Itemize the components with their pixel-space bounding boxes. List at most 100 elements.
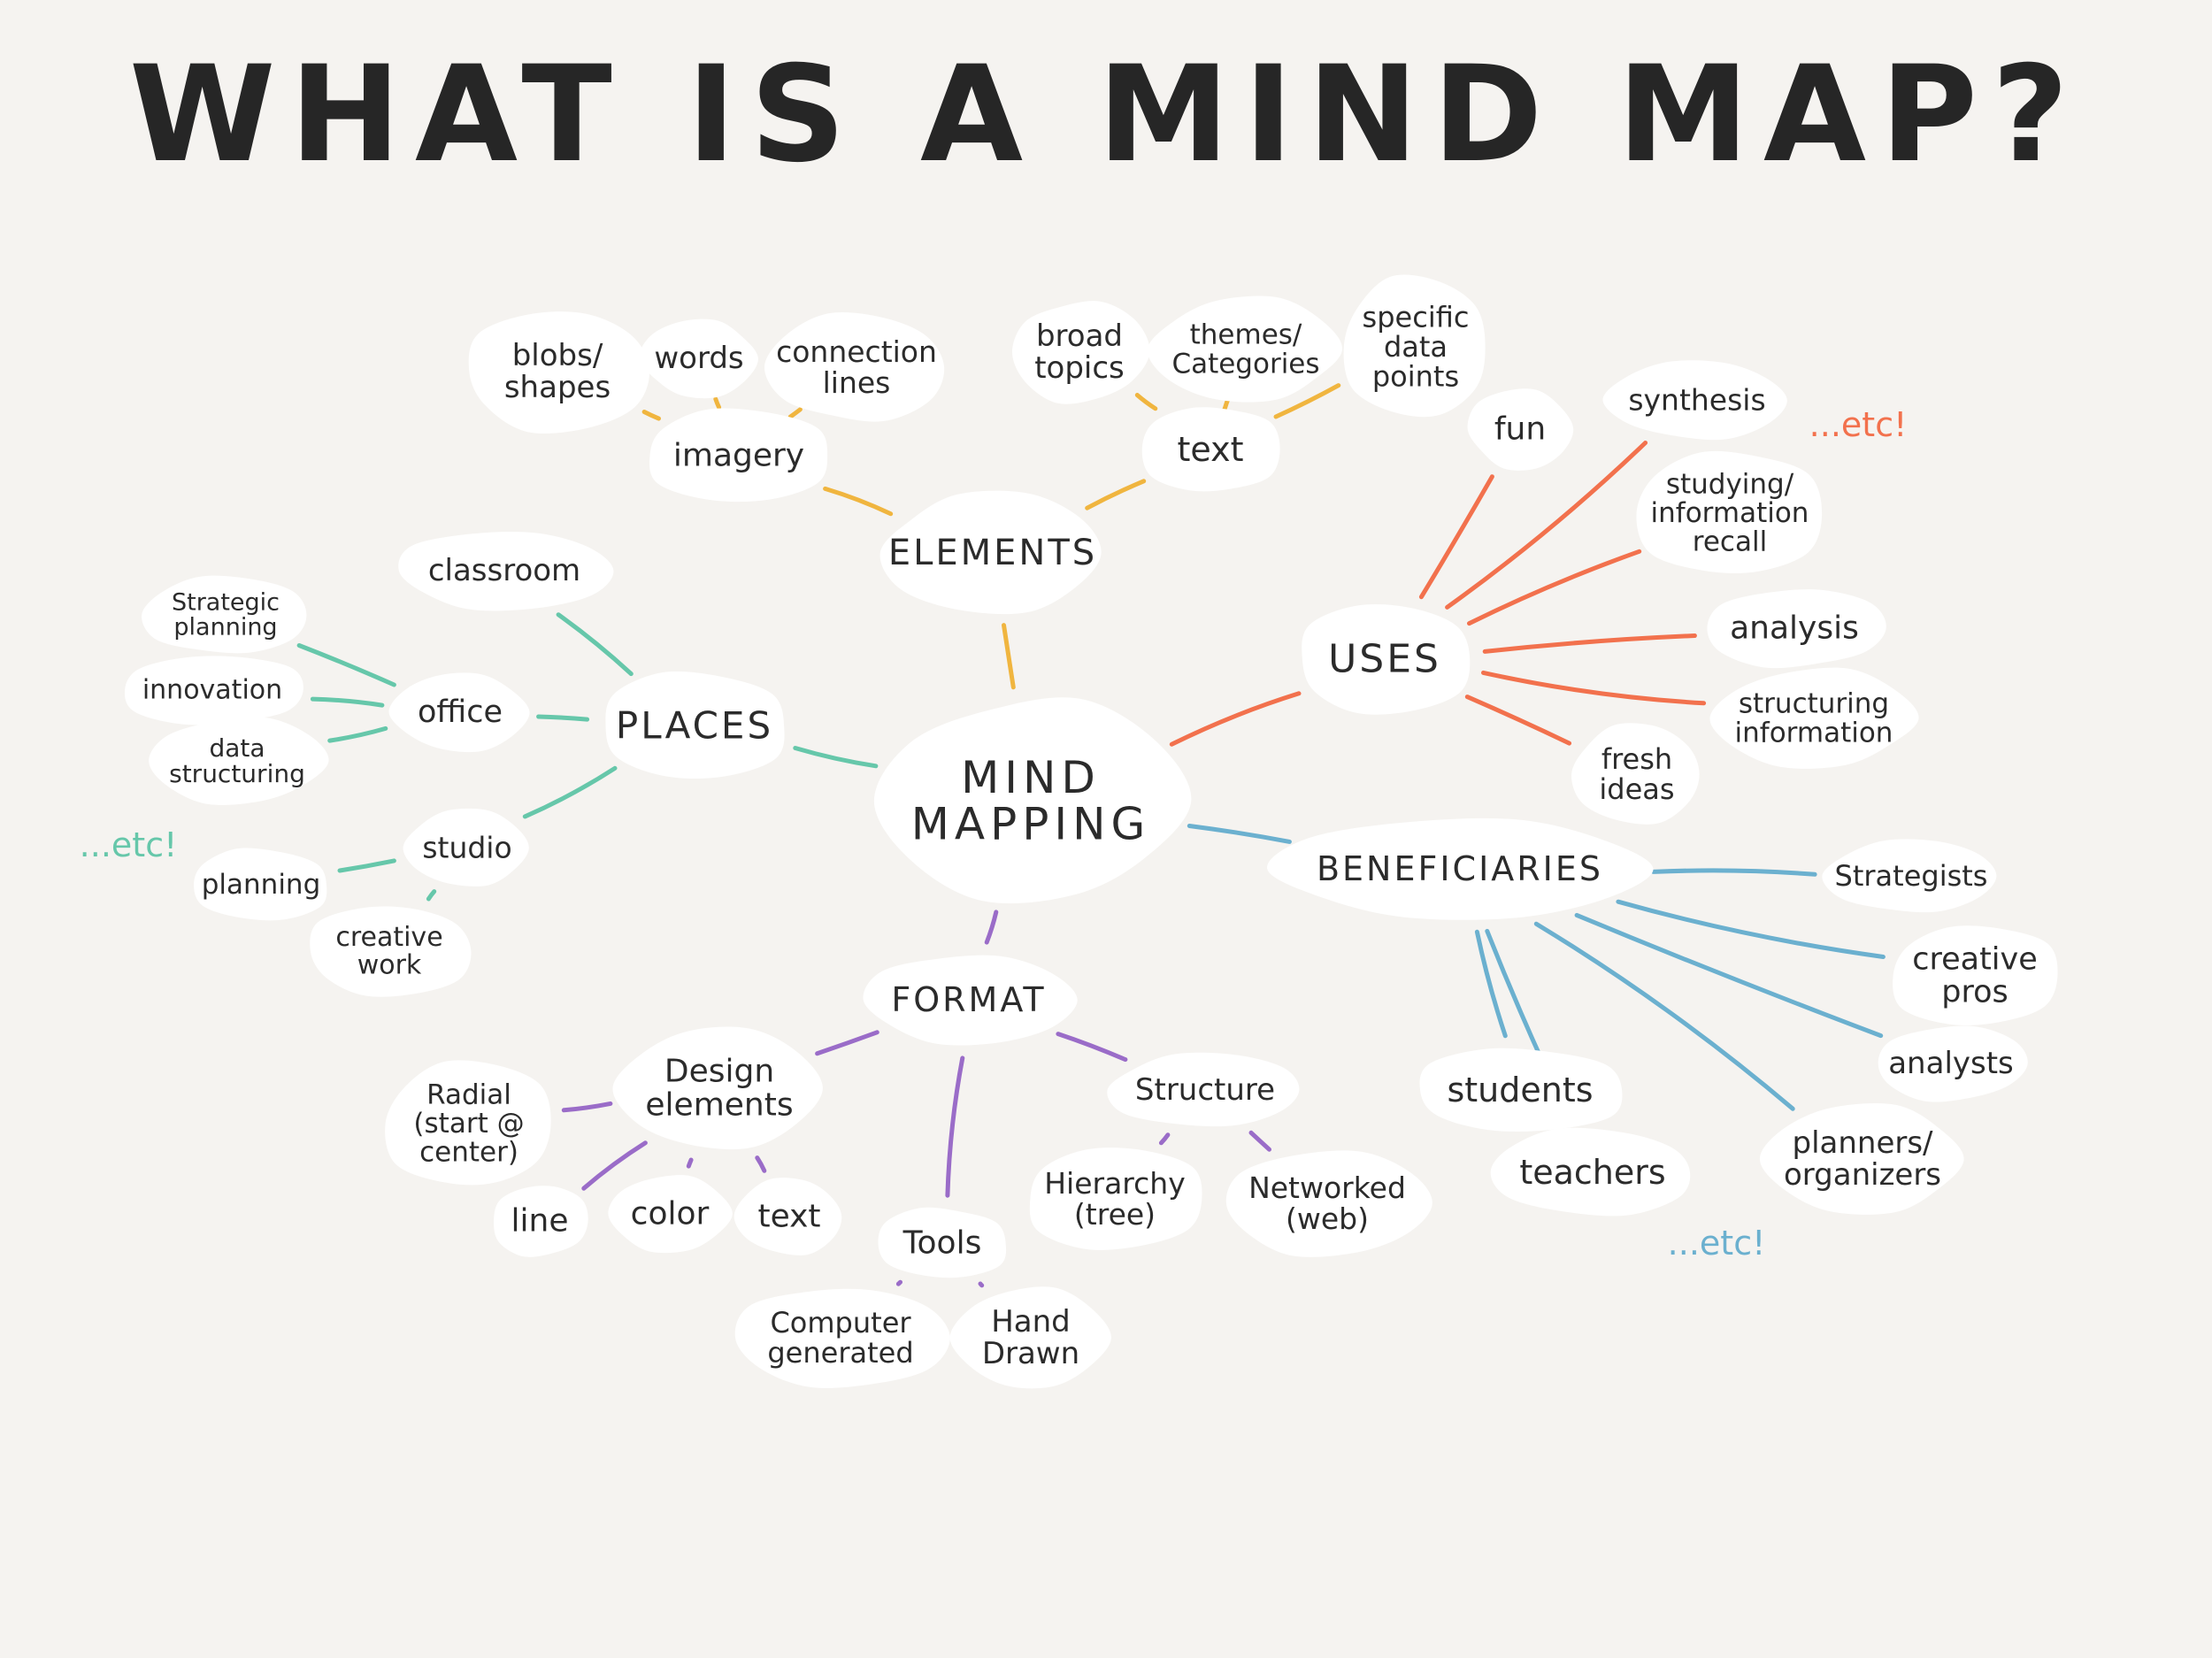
node-themes-categories: themes/Categories [1147, 296, 1343, 403]
node-blob-analysis [1707, 589, 1886, 669]
node-blob-structure [1107, 1052, 1300, 1127]
node-blob-mind-mapping [873, 697, 1192, 904]
link-mind-mapping-to-places [793, 746, 879, 769]
node-label-classroom: classroom [428, 553, 580, 588]
node-analysts: analysts [1878, 1025, 2028, 1102]
node-blob-words [639, 319, 758, 399]
link-studio-to-planning [337, 858, 396, 873]
node-label-connection-lines-line-1: connection [776, 334, 937, 369]
node-label-structuring-information-line-1: structuring [1739, 688, 1889, 720]
node-label-creative-pros-line-2: pros [1941, 974, 2008, 1009]
link-design-elements-to-color [686, 1157, 694, 1169]
node-label-analysis: analysis [1730, 610, 1859, 647]
node-label-places: PLACES [616, 704, 773, 748]
node-elements: ELEMENTS [879, 490, 1102, 615]
node-label-hierarchy-line-2: (tree) [1074, 1197, 1156, 1232]
node-blob-studying [1636, 450, 1823, 574]
node-radial: Radial(start @center) [385, 1060, 551, 1186]
node-blob-strategic-planning [142, 575, 307, 654]
node-planners-organizers: planners/organizers [1759, 1102, 1964, 1215]
node-blob-strategists [1822, 839, 1997, 913]
node-color: color [608, 1175, 733, 1254]
node-line: line [494, 1186, 588, 1257]
node-words: words [639, 319, 758, 399]
node-blob-imagery [649, 408, 828, 503]
node-label-mind-mapping-line-1: MIND [961, 752, 1101, 803]
link-beneficiaries-to-creative-pros [1616, 899, 1886, 959]
node-label-strategic-planning-line-2: planning [173, 614, 277, 641]
node-blob-structuring-information [1709, 667, 1919, 769]
link-uses-to-analysis [1482, 633, 1697, 654]
link-uses-to-synthesis [1445, 441, 1648, 610]
node-label-design-elements-line-2: elements [645, 1086, 793, 1123]
node-label-studying-line-1: studying/ [1666, 469, 1794, 501]
node-label-radial-line-1: Radial [426, 1079, 511, 1111]
node-label-creative-work-line-1: creative [335, 922, 442, 953]
node-label-specific-data-points-line-2: data [1384, 330, 1448, 364]
node-label-computer-generated-line-1: Computer [770, 1306, 911, 1339]
node-networked: Networked(web) [1225, 1150, 1432, 1257]
link-office-to-innovation [310, 696, 385, 708]
node-blob-format [863, 955, 1078, 1046]
node-label-fun: fun [1494, 411, 1546, 448]
node-blob-planners-organizers [1759, 1102, 1964, 1215]
node-text-fmt: text [733, 1178, 842, 1255]
node-blob-teachers [1490, 1127, 1691, 1217]
node-label-teachers: teachers [1519, 1153, 1665, 1192]
node-label-strategists: Strategists [1835, 859, 1988, 893]
node-blob-hierarchy [1029, 1148, 1202, 1250]
link-format-to-tools [945, 1055, 965, 1198]
node-innovation: innovation [124, 656, 303, 725]
node-label-fresh-ideas-line-2: ideas [1599, 772, 1674, 806]
node-blob-fresh-ideas [1571, 723, 1700, 825]
node-label-hierarchy-line-1: Hierarchy [1044, 1166, 1186, 1201]
node-teachers: teachers [1490, 1127, 1691, 1217]
link-beneficiaries-to-planners-organizers [1533, 921, 1795, 1111]
node-label-broad-topics-line-2: topics [1034, 350, 1125, 386]
link-text-el-to-broad-topics [1134, 393, 1158, 411]
node-label-structuring-information-line-2: information [1735, 717, 1893, 748]
node-blob-line [494, 1186, 588, 1257]
node-label-elements: ELEMENTS [888, 533, 1097, 573]
links-layer [296, 383, 1886, 1288]
link-office-to-data-structuring [327, 725, 388, 743]
node-blob-elements [879, 490, 1102, 615]
link-elements-to-imagery [823, 486, 894, 517]
link-beneficiaries-to-analysts [1574, 912, 1884, 1039]
link-design-elements-to-radial [561, 1101, 613, 1113]
node-label-synthesis: synthesis [1628, 383, 1765, 418]
node-label-radial-line-3: center) [419, 1137, 518, 1169]
link-imagery-to-blobs-shapes [641, 410, 661, 421]
etc-label-beneficiaries: ...etc! [1668, 1224, 1766, 1263]
node-blob-radial [385, 1060, 551, 1186]
node-label-imagery: imagery [673, 438, 804, 474]
node-label-tools: Tools [902, 1225, 982, 1262]
node-label-data-structuring-line-1: data [209, 733, 265, 763]
node-blob-blobs-shapes [468, 311, 650, 434]
node-label-radial-line-2: (start @ [413, 1108, 524, 1140]
node-label-beneficiaries: BENEFICIARIES [1317, 849, 1603, 888]
link-beneficiaries-to-students [1474, 929, 1508, 1039]
node-blob-tools [878, 1207, 1007, 1278]
node-planning: planning [194, 848, 327, 921]
node-label-specific-data-points-line-3: points [1372, 360, 1459, 394]
node-blob-broad-topics [1011, 301, 1150, 404]
node-label-color: color [631, 1196, 710, 1232]
node-label-connection-lines-line-2: lines [823, 365, 891, 400]
link-uses-to-studying [1467, 549, 1642, 626]
link-format-to-design-elements [815, 1030, 879, 1056]
node-label-studying-line-2: information [1651, 497, 1809, 529]
node-label-blobs-shapes-line-2: shapes [504, 370, 611, 405]
node-blob-themes-categories [1147, 296, 1343, 403]
